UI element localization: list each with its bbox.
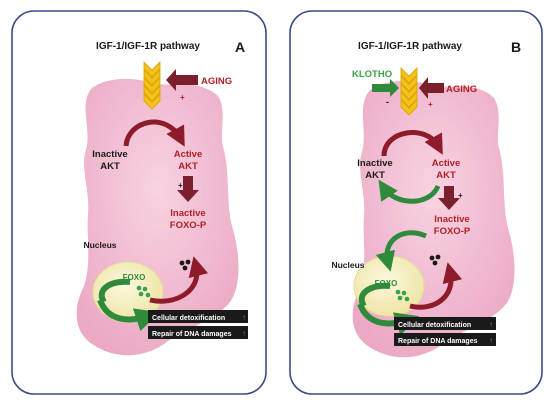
- akt-sign-b: +: [458, 191, 463, 200]
- active-akt-line1-a: Active: [174, 149, 203, 160]
- down-arrow-icon-b: [438, 186, 460, 210]
- aging-label-a: AGING: [201, 76, 232, 87]
- inactive-akt-line2-b: AKT: [365, 170, 385, 181]
- inactive-foxo-line2-b: FOXO-P: [434, 226, 471, 237]
- receptor-chevron-icon-b: [400, 67, 418, 116]
- down-arrow-icon-a: [177, 176, 199, 202]
- klotho-sign-b: -: [386, 97, 389, 107]
- aging-arrow-icon-a: [166, 69, 198, 91]
- active-akt-line2-b: AKT: [436, 170, 456, 181]
- aging-sign-a: +: [180, 93, 185, 102]
- up-arrow-icon-b2: ↑: [489, 336, 493, 345]
- panel-b: IGF-1/IGF-1R pathway B KLOTHO - AGING + …: [289, 10, 543, 395]
- pathway-title-a: IGF-1/IGF-1R pathway: [96, 41, 200, 52]
- inactive-foxo-line1-a: Inactive: [170, 208, 205, 219]
- output-box-1-a: [148, 310, 248, 323]
- export-arrow-icon-a: [149, 256, 209, 304]
- akt-activation-arrow-icon-a: [123, 119, 185, 147]
- klotho-label-b: KLOTHO: [352, 69, 392, 80]
- foxo-dots-icon-b: [395, 289, 410, 302]
- up-arrow-icon-b1: ↑: [489, 320, 493, 329]
- receptor-chevron-icon-a: [143, 61, 161, 110]
- inactive-akt-line1-a: Inactive: [92, 149, 127, 160]
- foxo-dots-icon-a: [136, 285, 151, 298]
- active-akt-line1-b: Active: [432, 158, 461, 169]
- panel-letter-b: B: [511, 39, 521, 55]
- inactive-akt-line2-a: AKT: [100, 161, 120, 172]
- inactive-foxo-line2-a: FOXO-P: [170, 220, 207, 231]
- up-arrow-icon-a2: ↑: [242, 329, 246, 338]
- nucleus-label-b: Nucleus: [331, 260, 364, 270]
- pathway-title-b: IGF-1/IGF-1R pathway: [358, 41, 462, 52]
- up-arrow-icon-a1: ↑: [242, 313, 246, 322]
- foxo-label-a: FOXO: [123, 273, 146, 282]
- output-dna-a: Repair of DNA damages: [152, 331, 232, 338]
- akt-deactivation-arrow-icon-b: [378, 179, 441, 204]
- output-detox-b: Cellular detoxification: [398, 322, 471, 329]
- output-detox-a: Cellular detoxification: [152, 315, 225, 322]
- active-akt-line2-a: AKT: [178, 161, 198, 172]
- inactive-akt-line1-b: Inactive: [357, 158, 392, 169]
- aging-label-b: AGING: [446, 84, 477, 95]
- import-arrow-icon-b: [375, 230, 428, 272]
- output-box-2-a: [148, 326, 248, 339]
- aging-sign-b: +: [428, 100, 433, 109]
- inactive-foxo-line1-b: Inactive: [434, 214, 469, 225]
- output-dna-b: Repair of DNA damages: [398, 338, 478, 345]
- klotho-arrow-icon-b: [372, 79, 399, 97]
- phosphate-dots-icon-b: [429, 254, 441, 266]
- export-arrow-icon-b: [409, 262, 463, 310]
- output-box-2-b: [394, 333, 496, 346]
- panel-letter-a: A: [235, 39, 245, 55]
- akt-activation-arrow-icon-b: [381, 130, 443, 157]
- akt-sign-a: +: [178, 181, 183, 190]
- aging-arrow-icon-b: [419, 77, 444, 99]
- output-box-1-b: [394, 317, 496, 330]
- nucleus-label-a: Nucleus: [83, 240, 116, 250]
- panel-a: IGF-1/IGF-1R pathway A AGING + Inactive …: [11, 10, 267, 395]
- green-output-arrow-icon-a: [97, 298, 160, 332]
